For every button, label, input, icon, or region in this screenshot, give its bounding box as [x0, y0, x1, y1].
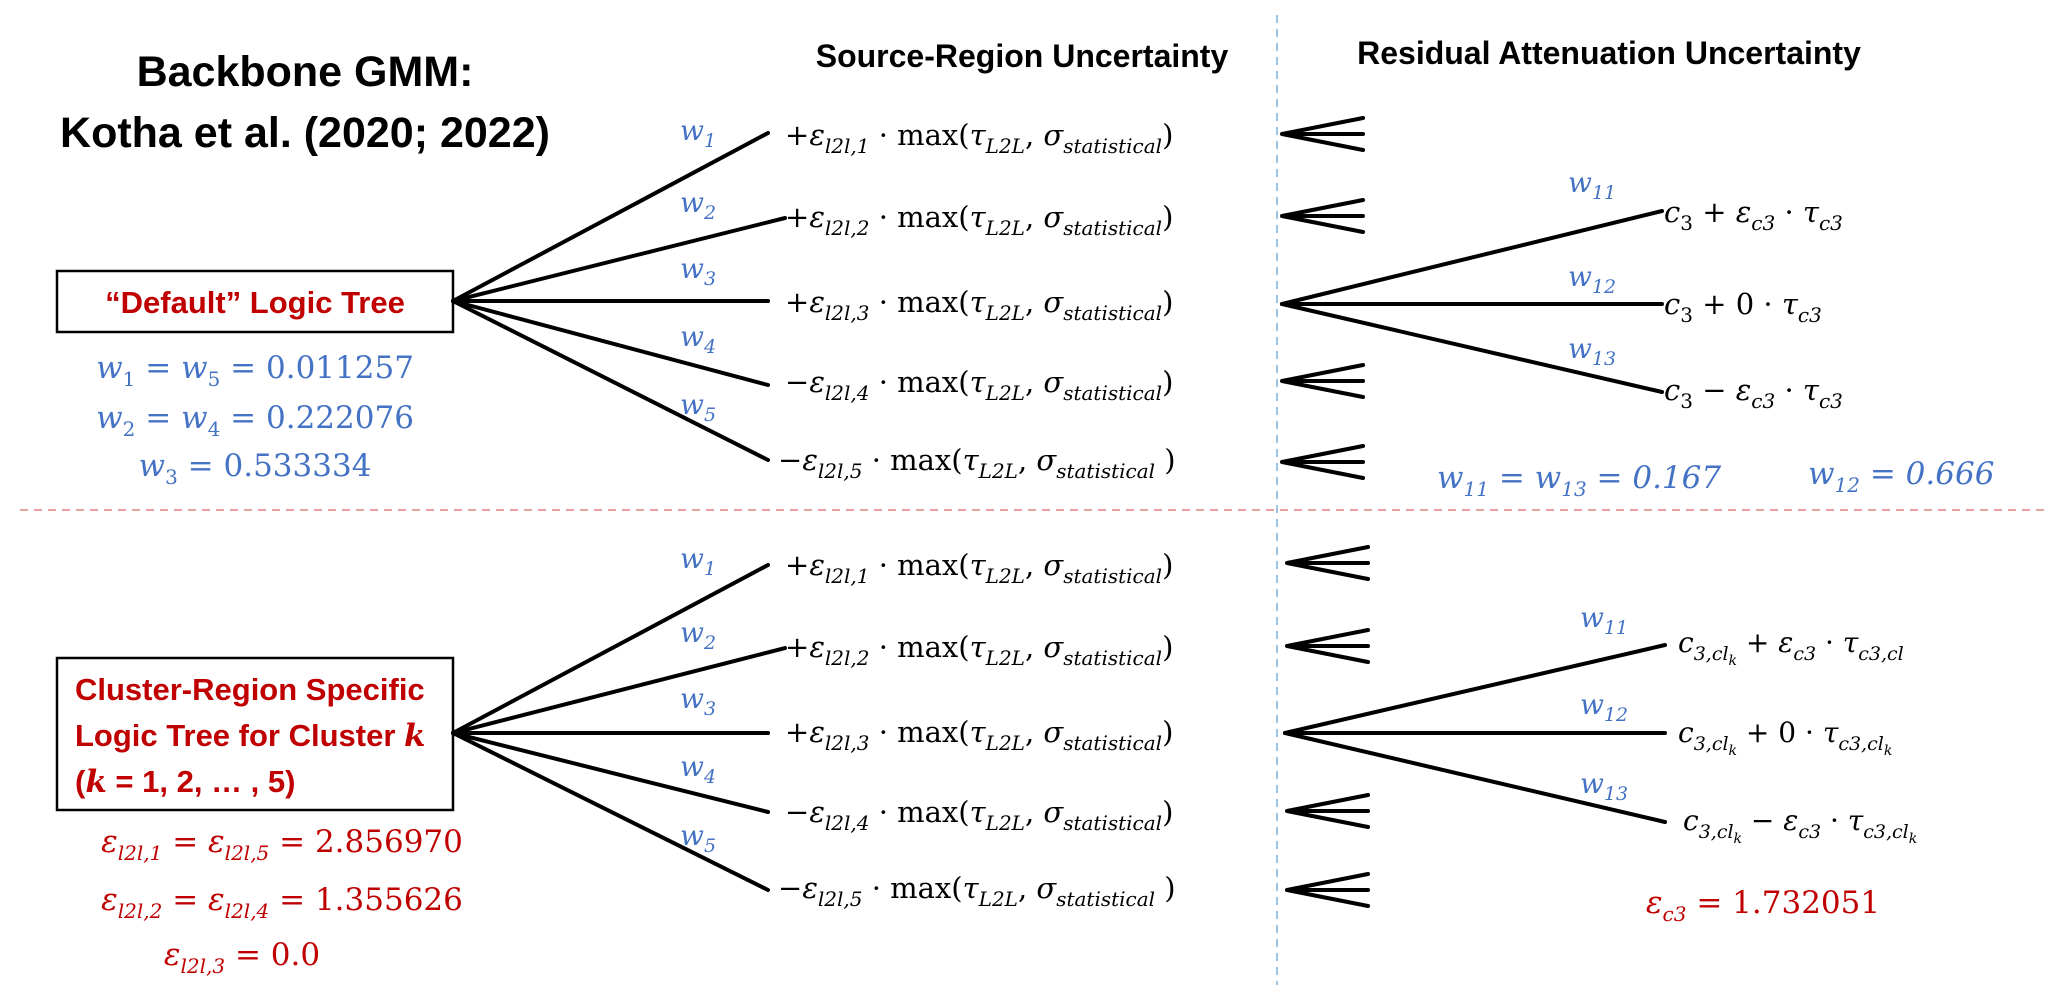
bottom-residual-tree — [1283, 643, 1667, 824]
top-weight-w3: w3 = 0.533334 — [139, 448, 372, 489]
default-logic-tree-label: “Default” Logic Tree — [105, 285, 405, 320]
bottom-branch-5: −εl2l,5 · max(τL2L, σstatistical ) — [778, 871, 1176, 911]
top-branch-2: +εl2l,2 · max(τL2L, σstatistical) — [785, 200, 1173, 240]
top-weight-w2-w4: w2 = w4 = 0.222076 — [96, 400, 414, 441]
top-branch-weight-w4: w4 — [680, 320, 716, 358]
cluster-box-line-1: Cluster-Region Specific — [75, 672, 425, 707]
top-residual-branches: c3 + εc3 · τc3 c3 + 0 · τc3 c3 − εc3 · τ… — [1664, 195, 1843, 413]
bottom-residual-weight-w12: w12 — [1580, 688, 1628, 726]
bottom-residual-branch-2: c3,clk + 0 · τc3,clk — [1678, 716, 1892, 759]
bottom-branch-3: +εl2l,3 · max(τL2L, σstatistical) — [785, 715, 1173, 755]
epsilon-2-4: εl2l,2 = εl2l,4 = 1.355626 — [101, 882, 463, 923]
bottom-residual-weights: w11 w12 w13 — [1580, 601, 1628, 805]
bottom-branch-weight-w5: w5 — [680, 819, 716, 857]
top-branch-weight-w5: w5 — [680, 388, 716, 426]
title-line-2: Kotha et al. (2020; 2022) — [60, 109, 550, 157]
residual-attenuation-header: Residual Attenuation Uncertainty — [1357, 35, 1861, 71]
bottom-branch-weight-w2: w2 — [680, 616, 716, 654]
top-residual-tree — [1280, 209, 1664, 394]
bottom-branch-equations: +εl2l,1 · max(τL2L, σstatistical) +εl2l,… — [778, 548, 1176, 911]
bottom-branch-weight-w3: w3 — [680, 682, 716, 720]
top-residual-weight-w13: w13 — [1568, 332, 1616, 370]
cluster-box-line-3: (k = 1, 2, … , 5) — [75, 764, 295, 800]
bottom-branch-2: +εl2l,2 · max(τL2L, σstatistical) — [785, 630, 1173, 670]
top-branch-4: −εl2l,4 · max(τL2L, σstatistical) — [785, 365, 1173, 405]
top-residual-weight-w11: w11 — [1568, 166, 1616, 204]
cluster-box-line-2: Logic Tree for Cluster k — [75, 718, 426, 754]
top-residual-branch-2: c3 + 0 · τc3 — [1664, 287, 1822, 327]
bottom-forks — [1285, 545, 1370, 908]
top-branch-3: +εl2l,3 · max(τL2L, σstatistical) — [785, 285, 1173, 325]
bottom-residual-branch-3: c3,clk − εc3 · τc3,clk — [1683, 804, 1917, 847]
top-source-tree — [451, 131, 787, 462]
title-line-1: Backbone GMM: — [137, 48, 474, 96]
top-branch-weight-w3: w3 — [680, 252, 716, 290]
bottom-branch-weight-w4: w4 — [680, 750, 716, 788]
bottom-source-tree — [451, 563, 787, 892]
top-branch-weight-w1: w1 — [680, 114, 716, 152]
top-weight-w1-w5: w1 = w5 = 0.011257 — [96, 350, 414, 391]
bottom-branch-4: −εl2l,4 · max(τL2L, σstatistical) — [785, 795, 1173, 835]
bottom-epsilon-values: εl2l,1 = εl2l,5 = 2.856970 εl2l,2 = εl2l… — [101, 824, 463, 978]
top-branch-equations: +εl2l,1 · max(τL2L, σstatistical) +εl2l,… — [778, 118, 1176, 483]
top-branch-weight-w2: w2 — [680, 186, 716, 224]
top-residual-weight-w12: w12 — [1568, 260, 1616, 298]
residual-weight-w12: w12 = 0.666 — [1808, 456, 1994, 497]
bottom-branch-weight-w1: w1 — [680, 542, 716, 580]
top-residual-branch-3: c3 − εc3 · τc3 — [1664, 373, 1843, 413]
source-region-header: Source-Region Uncertainty — [816, 38, 1229, 74]
epsilon-c3-value: εc3 = 1.732051 — [1646, 885, 1880, 926]
top-residual-branch-1: c3 + εc3 · τc3 — [1664, 195, 1843, 235]
top-forks — [1280, 116, 1365, 480]
epsilon-3: εl2l,3 = 0.0 — [164, 937, 320, 978]
top-branch-1: +εl2l,1 · max(τL2L, σstatistical) — [785, 118, 1173, 158]
top-weight-values: w1 = w5 = 0.011257 w2 = w4 = 0.222076 w3… — [96, 350, 414, 489]
bottom-residual-weight-w13: w13 — [1580, 767, 1628, 805]
bottom-residual-branches: c3,clk + εc3 · τc3,cl c3,clk + 0 · τc3,c… — [1678, 626, 1917, 847]
top-residual-weight-values: w11 = w13 = 0.167 w12 = 0.666 — [1437, 456, 1994, 501]
top-branch-weights: w1 w2 w3 w4 w5 — [680, 114, 716, 426]
bottom-branch-weights: w1 w2 w3 w4 w5 — [680, 542, 716, 857]
bottom-residual-weight-w11: w11 — [1580, 601, 1628, 639]
epsilon-1-5: εl2l,1 = εl2l,5 = 2.856970 — [101, 824, 463, 865]
cluster-logic-tree-box — [55, 656, 455, 812]
residual-weight-w11-w13: w11 = w13 = 0.167 — [1437, 460, 1721, 501]
bottom-branch-1: +εl2l,1 · max(τL2L, σstatistical) — [785, 548, 1173, 588]
top-branch-5: −εl2l,5 · max(τL2L, σstatistical ) — [778, 443, 1176, 483]
top-residual-weights: w11 w12 w13 — [1568, 166, 1616, 370]
bottom-residual-branch-1: c3,clk + εc3 · τc3,cl — [1678, 626, 1904, 669]
